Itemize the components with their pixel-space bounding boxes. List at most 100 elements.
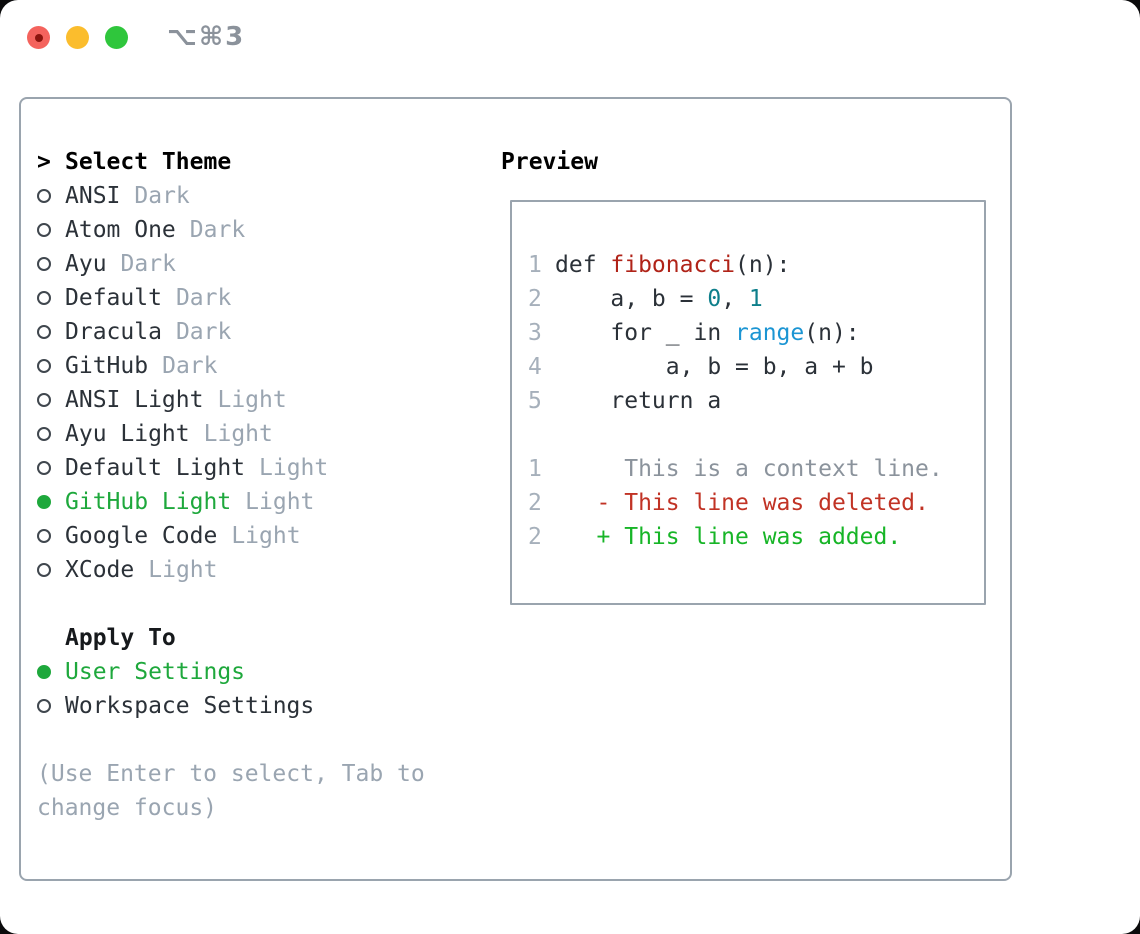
radio-cell	[37, 529, 65, 543]
list-item-label: Google Code	[65, 523, 218, 549]
list-item-label: ANSI	[65, 183, 121, 209]
radio-icon	[37, 189, 51, 203]
theme-item[interactable]: GitHub Light Light	[37, 485, 487, 519]
list-item-label: Ayu Light	[65, 421, 190, 447]
theme-item[interactable]: Default Dark	[37, 281, 487, 315]
radio-icon	[37, 665, 51, 679]
list-item-tag: Dark	[120, 251, 176, 277]
theme-item[interactable]: XCode Light	[37, 553, 487, 587]
radio-icon	[37, 257, 51, 271]
radio-icon	[37, 291, 51, 305]
radio-icon	[37, 427, 51, 441]
radio-icon	[37, 359, 51, 373]
theme-item[interactable]: Atom One Dark	[37, 213, 487, 247]
radio-cell	[37, 325, 65, 339]
select-theme-header: > Select Theme	[37, 145, 487, 179]
radio-icon	[37, 495, 51, 509]
line-number: 3	[528, 320, 542, 346]
list-item-tag: Light	[231, 523, 301, 549]
list-item-label: Default Light	[65, 455, 246, 481]
radio-icon	[37, 223, 51, 237]
list-item-tag: Light	[148, 557, 218, 583]
apply-option[interactable]: Workspace Settings	[37, 689, 487, 723]
radio-cell	[37, 461, 65, 475]
theme-list: ANSI Dark Atom One Dark Ayu Dark Default…	[37, 179, 487, 587]
caret-icon: >	[37, 149, 51, 175]
list-item-label: GitHub	[65, 353, 149, 379]
close-button[interactable]	[27, 26, 50, 49]
line-number: 2	[528, 286, 542, 312]
radio-cell	[37, 189, 65, 203]
list-item-tag: Dark	[175, 319, 232, 345]
line-number: 1	[528, 252, 542, 278]
theme-item[interactable]: Ayu Light Light	[37, 417, 487, 451]
line-number: 1	[528, 456, 542, 482]
list-item-label: Ayu	[65, 251, 107, 277]
list-item-label: Default	[65, 285, 162, 311]
theme-item[interactable]: ANSI Light Light	[37, 383, 487, 417]
theme-item[interactable]: Google Code Light	[37, 519, 487, 553]
radio-cell	[37, 427, 65, 441]
code-line: 3 for _ in range(n):	[528, 316, 984, 350]
list-item-label: User Settings	[65, 659, 246, 685]
apply-option[interactable]: User Settings	[37, 655, 487, 689]
radio-cell	[37, 495, 65, 509]
radio-icon	[37, 529, 51, 543]
line-number: 2	[528, 524, 542, 550]
code-line: 2 a, b = 0, 1	[528, 282, 984, 316]
code-text: This is a context line.	[555, 456, 943, 482]
code-text: a, b = b, a + b	[555, 354, 874, 380]
radio-cell	[37, 257, 65, 271]
radio-cell	[37, 223, 65, 237]
code-line: 2 - This line was deleted.	[528, 486, 984, 520]
code-line: 4 a, b = b, a + b	[528, 350, 984, 384]
code-line: 1 def fibonacci(n):	[528, 248, 984, 282]
code-text: return a	[555, 388, 722, 414]
list-item-tag: Dark	[162, 353, 218, 379]
line-number: 2	[528, 490, 542, 516]
list-item-tag: Dark	[189, 217, 246, 243]
list-item-tag: Dark	[134, 183, 190, 209]
radio-icon	[37, 699, 51, 713]
close-dot-icon	[34, 33, 43, 42]
list-item-tag: Light	[259, 455, 329, 481]
zoom-button[interactable]	[105, 26, 128, 49]
radio-cell	[37, 291, 65, 305]
minimize-button[interactable]	[66, 26, 89, 49]
apply-to-list: User Settings Workspace Settings	[37, 655, 487, 723]
list-item-tag: Light	[217, 387, 287, 413]
list-item-tag: Light	[203, 421, 273, 447]
radio-icon	[37, 393, 51, 407]
list-item-label: Dracula	[65, 319, 162, 345]
theme-item[interactable]: Default Light Light	[37, 451, 487, 485]
window-title: ⌥⌘3	[167, 22, 246, 52]
line-number: 5	[528, 388, 542, 414]
code-line: 1 This is a context line.	[528, 452, 984, 486]
radio-cell	[37, 393, 65, 407]
theme-item[interactable]: GitHub Dark	[37, 349, 487, 383]
code-line: 5 return a	[528, 384, 984, 418]
theme-item[interactable]: ANSI Dark	[37, 179, 487, 213]
theme-item[interactable]: Dracula Dark	[37, 315, 487, 349]
list-item-label: XCode	[65, 557, 135, 583]
theme-item[interactable]: Ayu Dark	[37, 247, 487, 281]
theme-picker-column: > Select Theme ANSI Dark Atom One Dark A…	[37, 145, 487, 825]
diff-block: 1 This is a context line.2 - This line w…	[528, 452, 984, 554]
radio-cell	[37, 665, 65, 679]
list-item-label: GitHub Light	[65, 489, 232, 515]
select-theme-label: Select Theme	[65, 149, 232, 175]
radio-icon	[37, 461, 51, 475]
hint-text: (Use Enter to select, Tab to change focu…	[37, 761, 425, 821]
radio-cell	[37, 359, 65, 373]
apply-to-header: Apply To	[37, 621, 487, 655]
list-item-label: Workspace Settings	[65, 693, 315, 719]
theme-dialog: > Select Theme ANSI Dark Atom One Dark A…	[19, 97, 1012, 881]
list-item-tag: Dark	[175, 285, 232, 311]
preview-label: Preview	[501, 149, 598, 175]
list-item-label: ANSI Light	[65, 387, 204, 413]
code-text: + This line was added.	[555, 524, 902, 550]
code-text: def fibonacci(n):	[555, 252, 791, 278]
